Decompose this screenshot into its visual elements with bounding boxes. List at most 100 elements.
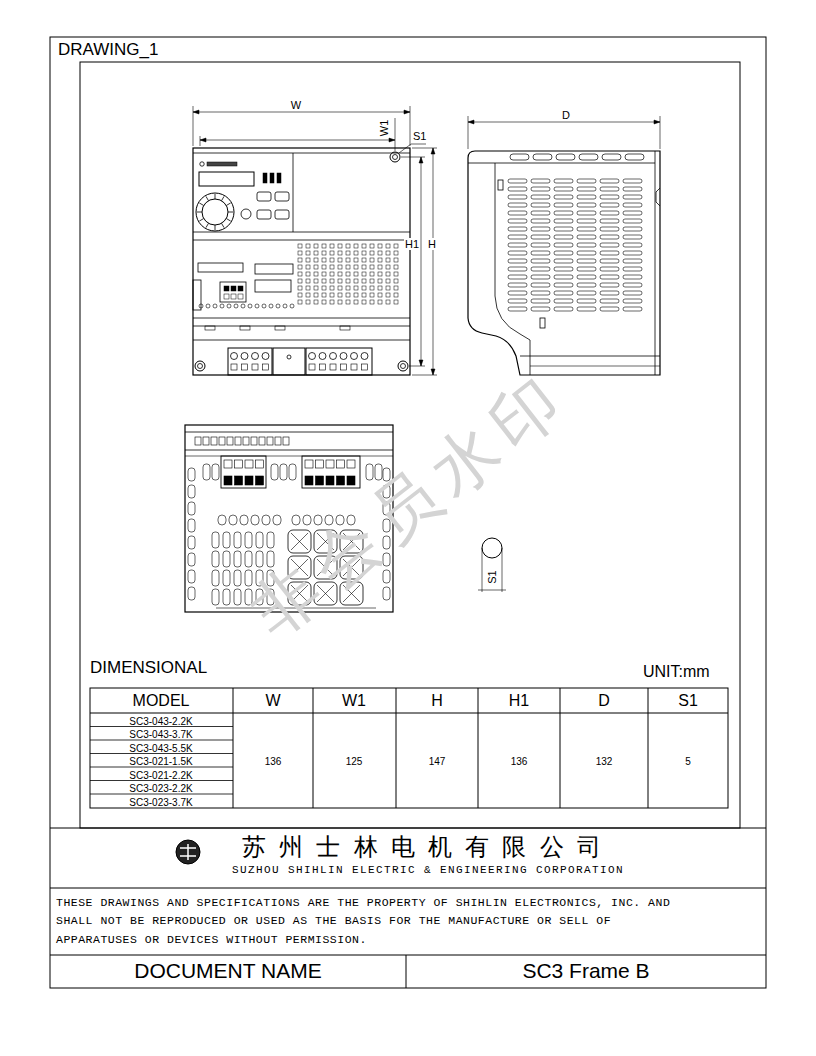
- dial-grip: [199, 203, 203, 206]
- vent-hole: [362, 265, 366, 269]
- vent-slot: [531, 227, 550, 231]
- dial-grip: [199, 219, 203, 222]
- extension-line: [502, 548, 503, 592]
- cover-edge: [495, 163, 530, 375]
- vent-hole: [370, 244, 374, 248]
- terminal-cell: [362, 364, 368, 370]
- vent-hole: [306, 265, 310, 269]
- mounting-hole: [398, 361, 408, 371]
- vent-hole: [322, 272, 326, 276]
- power-terminal-block: [306, 348, 372, 375]
- dimension-label: S1: [413, 130, 426, 142]
- body-edge: [193, 153, 410, 154]
- vent-slot: [577, 299, 596, 303]
- vent-hole: [354, 279, 358, 283]
- dimension-line: [200, 140, 395, 141]
- vent-hole: [346, 258, 350, 262]
- top-slot: [533, 154, 552, 160]
- dial-grip: [226, 203, 230, 206]
- terminal-cell: [326, 460, 334, 468]
- panel-edge: [193, 240, 410, 241]
- vent-hole: [346, 300, 350, 304]
- vent-hole: [322, 258, 326, 262]
- dial-grip: [197, 212, 202, 213]
- vent-slot: [531, 235, 550, 239]
- vent-slot: [600, 275, 619, 279]
- key-button: [257, 192, 271, 201]
- vent-hole: [314, 244, 318, 248]
- side-slot: [188, 536, 195, 549]
- vent-slot: [600, 291, 619, 295]
- terminal-cell: [224, 476, 232, 485]
- drive-body: [193, 148, 410, 375]
- vent-slot: [223, 551, 230, 567]
- vent-hole: [322, 279, 326, 283]
- table-header: D: [598, 692, 610, 710]
- vent-hole: [338, 279, 342, 283]
- model-cell: SC3-043-5.5K: [129, 742, 192, 753]
- vent-hole: [330, 279, 334, 283]
- led-indicator: [263, 173, 267, 183]
- display-window: [199, 172, 254, 186]
- terminal-cell: [245, 460, 253, 468]
- dimension-arrowhead: [419, 360, 423, 366]
- terminal-cell: [305, 476, 313, 485]
- unit-note: UNIT:mm: [643, 663, 710, 681]
- dial-knob: [202, 199, 228, 225]
- vent-hole: [362, 272, 366, 276]
- vent-hole: [378, 272, 382, 276]
- vent-slot: [212, 589, 219, 605]
- outer-border: [50, 37, 766, 988]
- table-header: W: [265, 692, 280, 710]
- vent-slot: [554, 283, 573, 287]
- table-header: H1: [509, 692, 529, 710]
- side-slot: [188, 587, 195, 600]
- vent-slot: [508, 179, 527, 183]
- vent-slot: [600, 259, 619, 263]
- dimension-arrowhead: [404, 110, 410, 114]
- vent-hole: [394, 244, 398, 248]
- vent-slot: [203, 464, 210, 480]
- dimension-line: [193, 112, 410, 113]
- vent-hole: [314, 279, 318, 283]
- vent-hole: [322, 251, 326, 255]
- vent-slot: [554, 251, 573, 255]
- vent-slot: [508, 243, 527, 247]
- vent-hole: [346, 265, 350, 269]
- vent-hole: [314, 286, 318, 290]
- vent-hole: [362, 293, 366, 297]
- vent-slot: [577, 219, 596, 223]
- terminal-cell: [351, 364, 357, 370]
- dimension-label: W: [290, 99, 302, 111]
- vent-hole: [314, 265, 318, 269]
- vent-hole: [354, 293, 358, 297]
- vent-slot: [623, 203, 642, 207]
- company-name-en: SUZHOU SHIHLIN ELECTRIC & ENGINEERING CO…: [232, 864, 624, 876]
- dimension-arrowhead: [431, 369, 435, 375]
- side-slot: [188, 502, 195, 515]
- vent-slot: [600, 179, 619, 183]
- vent-hole: [273, 515, 281, 525]
- sheet-frame: [50, 37, 766, 988]
- vent-slot: [531, 243, 550, 247]
- terminal-cell: [227, 437, 233, 445]
- side-slot: [383, 570, 390, 583]
- vent-slot: [554, 203, 573, 207]
- value-cell: 125: [346, 756, 363, 767]
- vent-hole: [394, 272, 398, 276]
- vent-slot: [577, 235, 596, 239]
- vent-slot: [366, 464, 373, 480]
- side-connector: [193, 280, 201, 310]
- model-cell: SC3-043-2.2K: [129, 715, 192, 726]
- table-header: W1: [342, 692, 366, 710]
- vent-slot: [577, 227, 596, 231]
- vent-hole: [386, 279, 390, 283]
- dimension-arrowhead: [654, 120, 660, 124]
- extension-line: [401, 157, 425, 158]
- body-edge: [185, 450, 393, 451]
- vent-slot: [554, 195, 573, 199]
- vent-hole: [338, 244, 342, 248]
- vent-hole: [346, 272, 350, 276]
- hole-detail: [478, 538, 506, 592]
- model-cell: SC3-021-2.2K: [129, 769, 192, 780]
